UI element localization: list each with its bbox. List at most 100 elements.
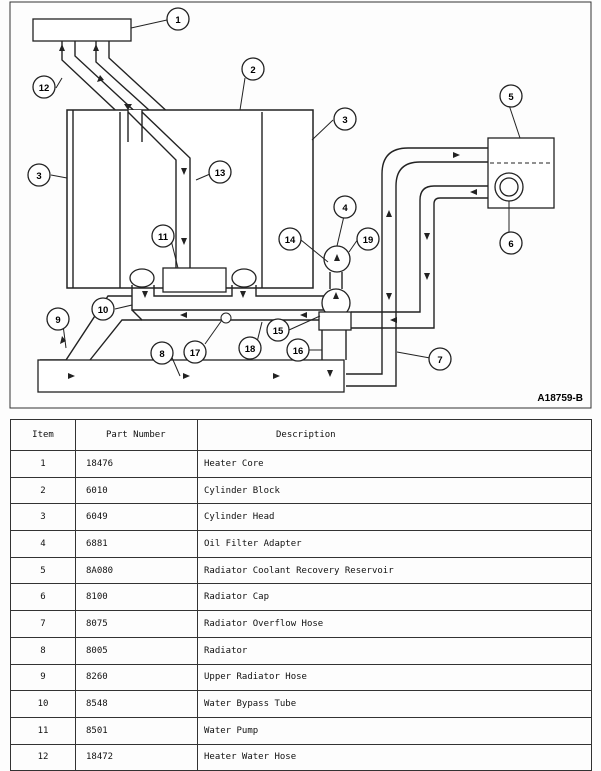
cell-part-number: 8005 [75,636,198,665]
figure-id: A18759-B [537,393,583,404]
cell-item: 10 [10,690,76,718]
callout-3-right: 3 [333,107,357,131]
cell-part-number: 18476 [75,450,198,478]
callout-8: 8 [150,341,174,365]
callout-19: 19 [356,227,380,251]
svg-text:13: 13 [215,168,226,179]
cell-part-number: 8260 [75,663,198,692]
svg-text:2: 2 [250,65,255,76]
cell-description: Upper Radiator Hose [197,663,592,692]
cell-item: 1 [10,450,76,478]
header-part-number: Part Number [75,419,198,451]
svg-text:16: 16 [293,346,304,357]
callout-1: 1 [166,7,190,31]
table-row: 8 8005 Radiator [10,636,592,665]
cell-part-number: 6010 [75,476,198,505]
callout-13: 13 [208,160,232,184]
svg-text:19: 19 [363,235,374,246]
cell-description: Radiator Cap [197,583,592,612]
cell-description: Radiator [197,636,592,665]
parts-table: Item Part Number Description 1 18476 Hea… [10,419,592,771]
callout-15: 15 [266,318,290,342]
radiator [37,359,345,393]
cell-part-number: 8548 [75,690,198,718]
cell-part-number: 8A080 [75,556,198,585]
callout-2: 2 [241,57,265,81]
radiator-hoses [37,295,345,393]
svg-text:3: 3 [36,171,41,182]
callout-4: 4 [333,195,357,219]
cell-item: 11 [10,716,76,745]
cell-description: Water Bypass Tube [197,690,592,718]
cell-item: 12 [10,743,76,771]
callout-12: 12 [32,75,56,99]
callout-18: 18 [238,336,262,360]
cell-item: 3 [10,503,76,532]
table-row: 10 8548 Water Bypass Tube [10,690,592,718]
svg-text:18: 18 [245,344,256,355]
cell-item: 6 [10,583,76,612]
heater-core [32,18,132,42]
cell-description: Heater Core [197,450,592,478]
svg-text:6: 6 [508,239,513,250]
callout-14: 14 [278,227,302,251]
callout-5: 5 [499,84,523,108]
callout-leaders [50,19,521,377]
cell-description: Radiator Overflow Hose [197,610,592,638]
flow-arrows [59,44,477,379]
svg-text:4: 4 [342,203,348,214]
table-row: 2 6010 Cylinder Block [10,476,592,505]
callout-10: 10 [91,297,115,321]
cell-description: Heater Water Hose [197,743,592,771]
diagram-frame [9,1,592,409]
table-row: 3 6049 Cylinder Head [10,503,592,532]
cell-part-number: 6881 [75,530,198,558]
heater-hose-through-block [127,110,191,268]
cell-description: Cylinder Block [197,476,592,505]
table-row: 11 8501 Water Pump [10,716,592,745]
cell-description: Water Pump [197,716,592,745]
header-item: Item [10,419,76,451]
svg-text:7: 7 [437,355,442,366]
table-row: 1 18476 Heater Core [10,450,592,478]
svg-text:1: 1 [175,15,181,26]
table-row: 9 8260 Upper Radiator Hose [10,663,592,692]
svg-text:14: 14 [285,235,296,246]
overflow-hose [346,147,488,387]
water-bypass-tube [129,268,330,321]
coolant-reservoir [487,137,555,209]
header-description: Description [197,419,592,451]
svg-text:11: 11 [158,232,169,243]
svg-text:8: 8 [159,349,164,360]
cell-item: 9 [10,663,76,692]
cell-part-number: 18472 [75,743,198,771]
thermostat-housing [318,272,352,360]
cell-part-number: 6049 [75,503,198,532]
svg-text:10: 10 [98,305,109,316]
callout-3-left: 3 [27,163,51,187]
table-row: 4 6881 Oil Filter Adapter [10,530,592,558]
table-header-row: Item Part Number Description [10,419,592,451]
cell-item: 7 [10,610,76,638]
cell-item: 5 [10,556,76,585]
table-row: 7 8075 Radiator Overflow Hose [10,610,592,638]
cooling-system-diagram: 1 2 3 3 4 5 6 7 8 9 10 11 12 13 14 15 16… [9,1,592,409]
callout-6: 6 [499,231,523,255]
cell-item: 8 [10,636,76,665]
svg-text:17: 17 [190,348,201,359]
callout-9: 9 [46,307,70,331]
water-pump [162,267,227,293]
cell-part-number: 8100 [75,583,198,612]
callout-16: 16 [286,338,310,362]
callout-17: 17 [183,340,207,364]
table-row: 6 8100 Radiator Cap [10,583,592,612]
table-row: 12 18472 Heater Water Hose [10,743,592,771]
callout-7: 7 [428,347,452,371]
svg-text:12: 12 [39,83,50,94]
cell-description: Oil Filter Adapter [197,530,592,558]
svg-text:15: 15 [273,326,284,337]
cell-part-number: 8075 [75,610,198,638]
cell-item: 2 [10,476,76,505]
table-row: 5 8A080 Radiator Coolant Recovery Reserv… [10,556,592,585]
cell-description: Radiator Coolant Recovery Reservoir [197,556,592,585]
